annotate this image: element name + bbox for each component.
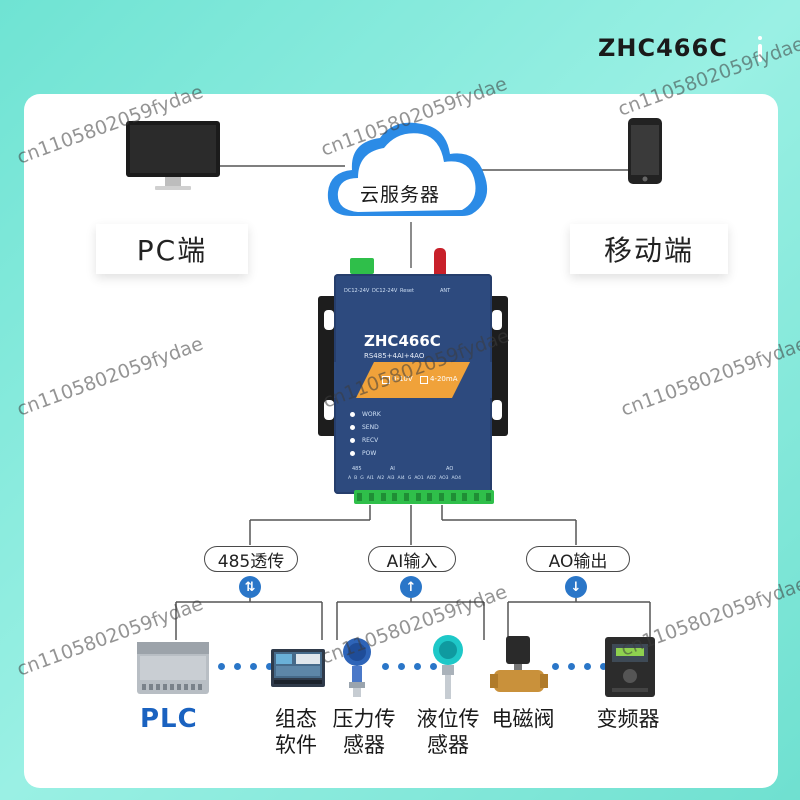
led-work: WORK — [350, 408, 381, 420]
connector-dots — [218, 663, 273, 670]
branch-ao-tag: AO输出 — [526, 546, 630, 572]
inverter-label: 变频器 — [596, 707, 660, 731]
cloud-icon — [327, 122, 488, 216]
plc-label: PLC — [140, 704, 198, 734]
device-subtitle: RS485+4AI+4AO — [364, 352, 425, 360]
solenoid-valve-label: 电磁阀 — [491, 707, 555, 731]
mobile-client-label: 移动端 — [570, 224, 728, 274]
monitor-icon — [126, 121, 220, 190]
bidirectional-arrow-icon: ⇅ — [239, 576, 261, 598]
config-software-label: 组态 软件 — [275, 707, 317, 757]
config-software-icon — [271, 649, 325, 687]
smartphone-icon — [628, 118, 662, 184]
up-arrow-icon: ↑ — [400, 576, 422, 598]
range-checkbox-2 — [420, 376, 428, 384]
range-label-1: 0-10V — [392, 375, 413, 383]
info-dots — [758, 44, 762, 62]
terminal-block — [354, 490, 494, 504]
led-recv: RECV — [350, 434, 381, 446]
level-sensor-icon — [433, 635, 463, 699]
pressure-sensor-icon — [343, 638, 371, 697]
pressure-sensor-label: 压力传 感器 — [332, 707, 396, 757]
model-title: ZHC466C — [598, 34, 728, 62]
status-leds: WORK SEND RECV POW — [350, 408, 381, 459]
led-pow: POW — [350, 447, 381, 459]
connector-dots — [552, 663, 607, 670]
down-arrow-icon: ↓ — [565, 576, 587, 598]
range-checkbox-1 — [382, 376, 390, 384]
device-body: DC12-24V DC12-24V Reset ANT ZHC466C RS48… — [334, 274, 492, 494]
led-send: SEND — [350, 421, 381, 433]
solenoid-valve-icon — [490, 636, 548, 692]
gateway-device: DC12-24V DC12-24V Reset ANT ZHC466C RS48… — [318, 248, 508, 508]
power-terminal — [350, 258, 374, 274]
antenna — [434, 248, 446, 280]
range-label-2: 4-20mA — [430, 375, 458, 383]
inverter-icon — [605, 637, 655, 697]
connector-dots — [382, 663, 437, 670]
branch-ai-tag: AI输入 — [368, 546, 456, 572]
level-sensor-label: 液位传 感器 — [416, 707, 480, 757]
branch-485-tag: 485透传 — [204, 546, 298, 572]
pc-client-label: PC端 — [96, 224, 248, 274]
device-model-label: ZHC466C — [364, 332, 441, 350]
cloud-server-label: 云服务器 — [360, 184, 441, 206]
info-dots — [758, 36, 762, 40]
plc-icon — [137, 642, 209, 694]
